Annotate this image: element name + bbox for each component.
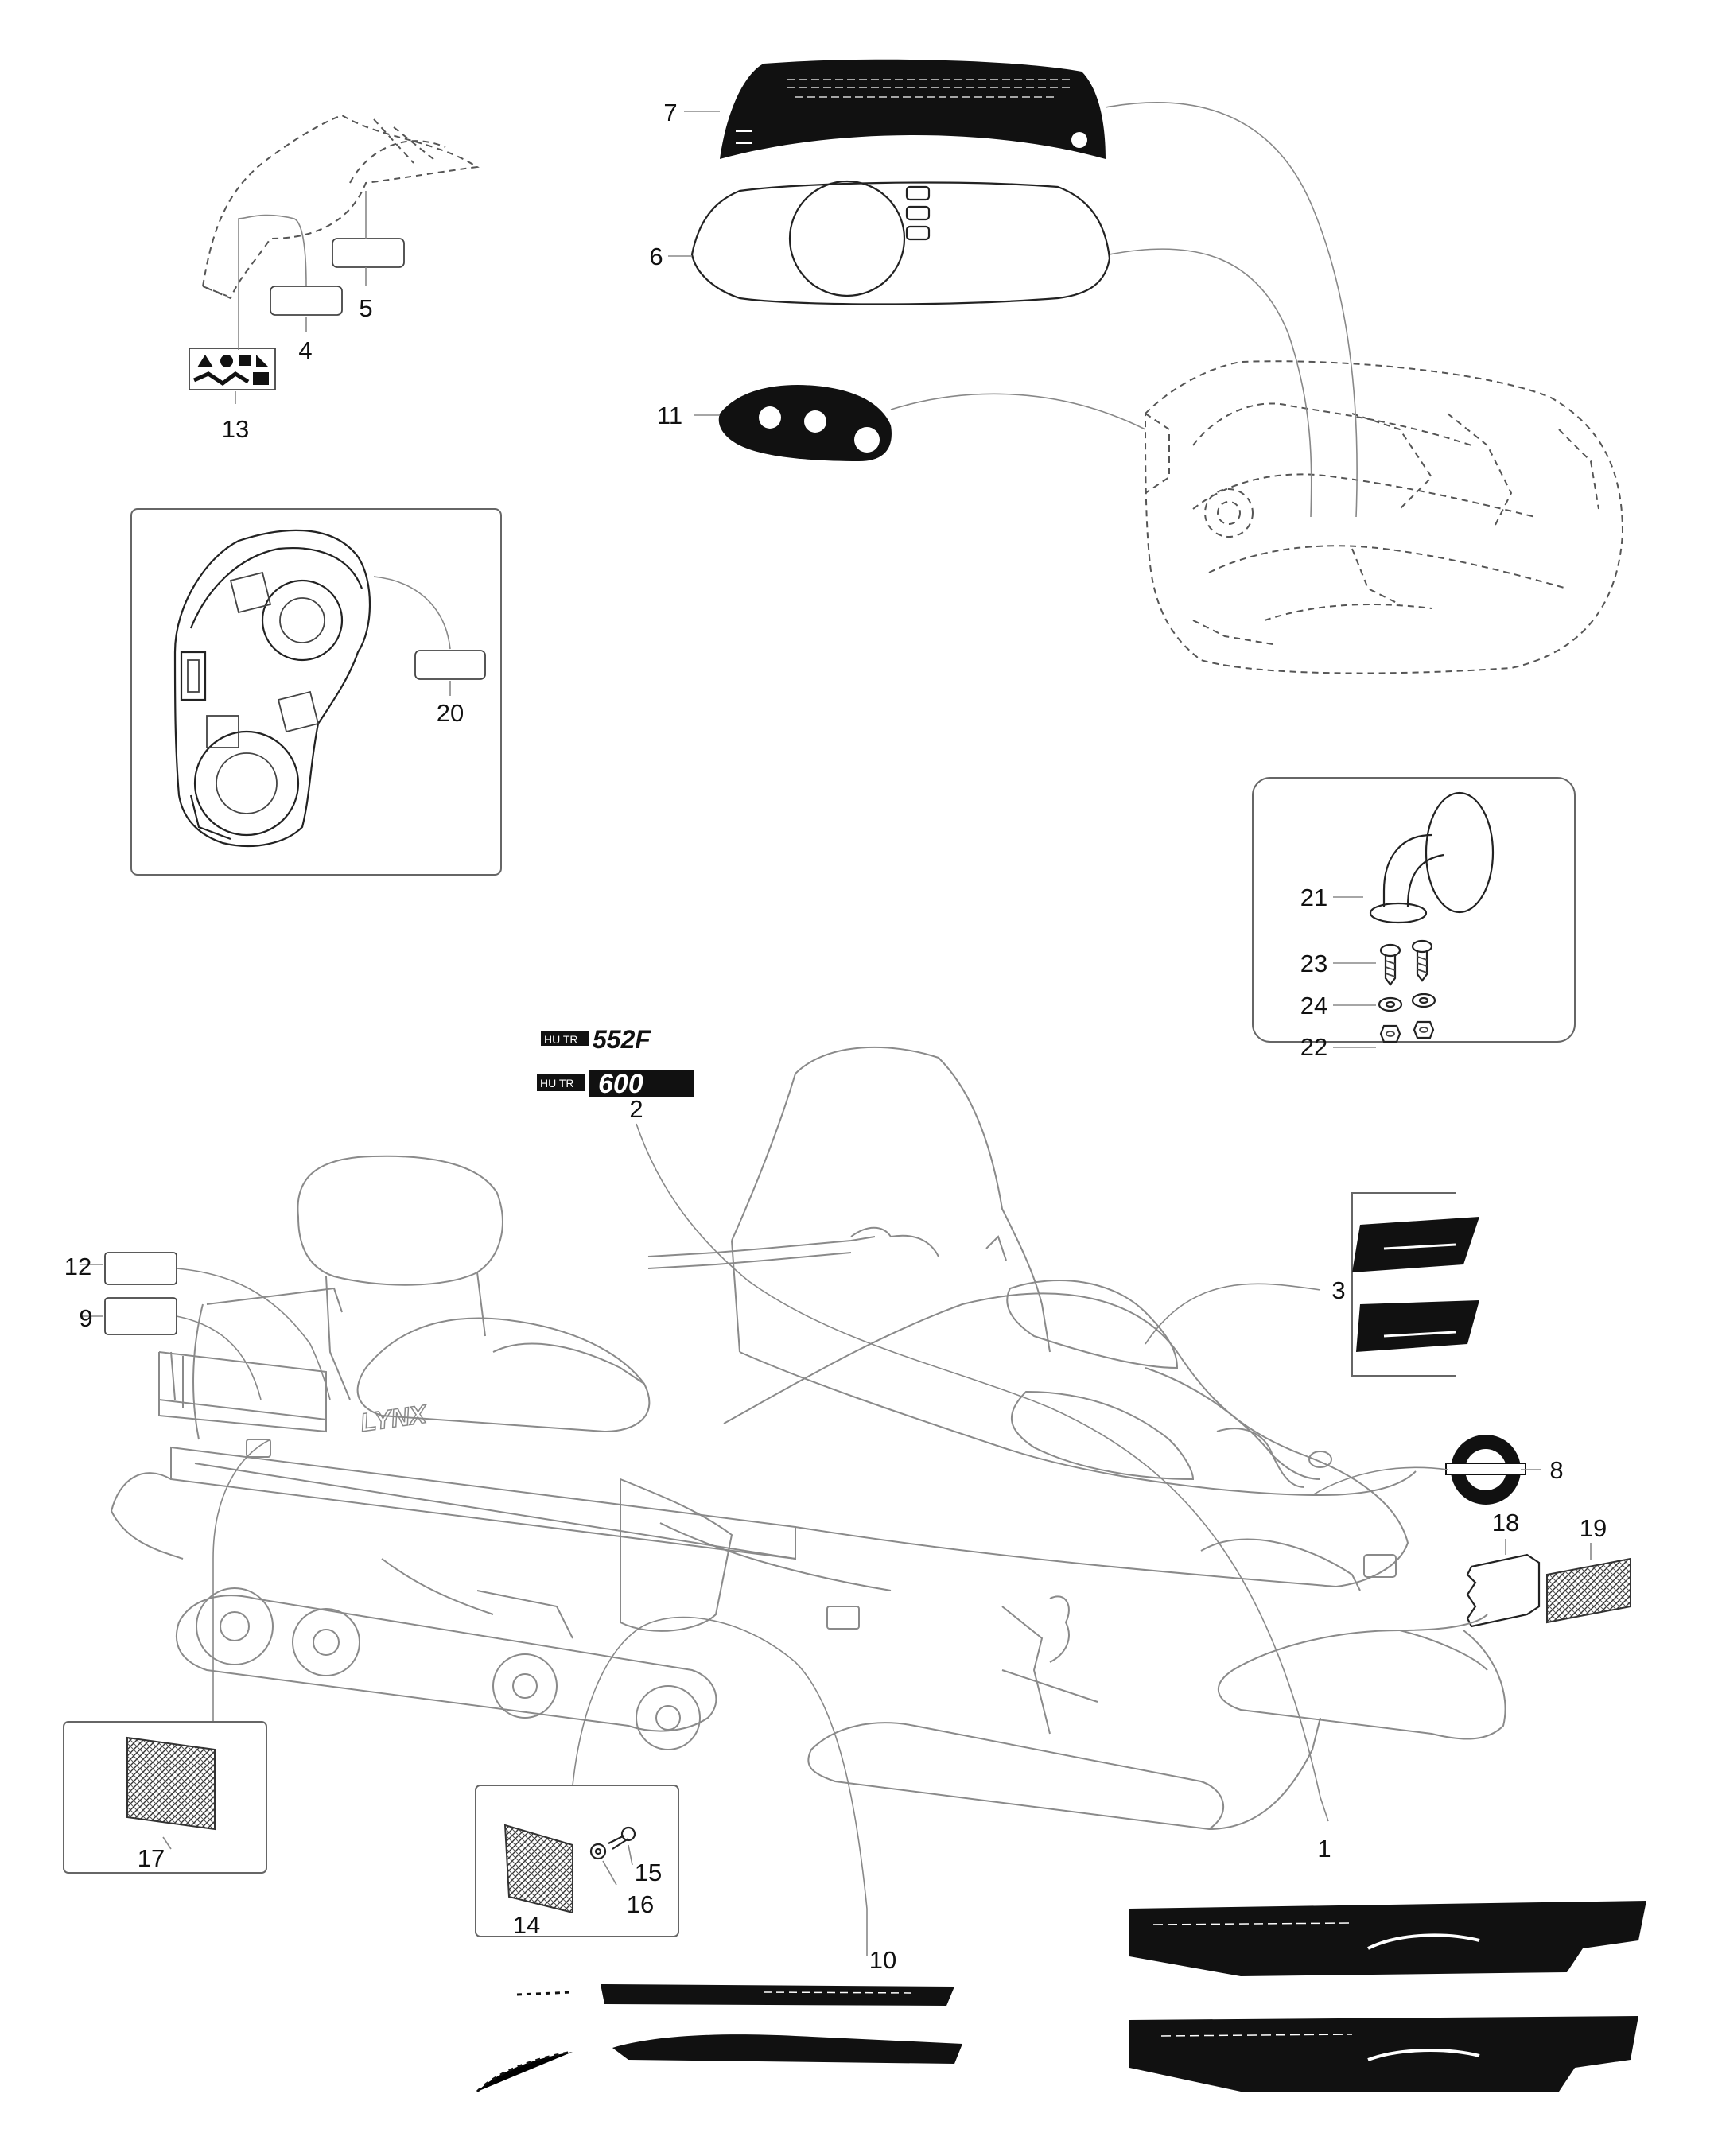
callout-15: 15	[635, 1859, 662, 1886]
model-decal-600: HU TR 600	[537, 1069, 694, 1099]
callout-20: 20	[437, 699, 464, 727]
callout-16: 16	[627, 1890, 654, 1918]
callout-3: 3	[1331, 1276, 1345, 1304]
gauge-bezel-6	[690, 180, 1111, 305]
callout-22: 22	[1300, 1033, 1327, 1061]
model-decal-552f: HU TR 552F	[541, 1025, 651, 1054]
pulley-guard-assembly	[173, 529, 371, 848]
reflector-17	[126, 1736, 216, 1831]
leaders-console	[890, 102, 1358, 518]
callout-19: 19	[1580, 1514, 1607, 1542]
callout-23: 23	[1300, 950, 1327, 977]
snowmobile-illustration: LYNX	[110, 1046, 1506, 1831]
callout-21: 21	[1300, 884, 1327, 911]
leader-8	[1312, 1466, 1448, 1496]
side-stripes-10	[476, 1984, 962, 2093]
inset-frame-mirror	[1252, 777, 1576, 1043]
warning-label-13	[189, 348, 276, 390]
label-plate-5	[332, 238, 405, 268]
leader-3	[1145, 1283, 1321, 1345]
label-plate-4	[270, 286, 343, 316]
dash-decal-7	[720, 59, 1106, 159]
callout-1: 1	[1317, 1835, 1331, 1863]
leaders-mirror	[1333, 896, 1376, 1048]
leader-20b	[373, 576, 451, 650]
leader-2-and-1	[636, 1123, 1329, 1822]
console-hood-outline	[1144, 360, 1624, 674]
decal-prefix-b: HU TR	[540, 1077, 574, 1090]
bracket-18	[1466, 1539, 1541, 1628]
callout-6: 6	[649, 243, 663, 270]
callout-12: 12	[64, 1253, 91, 1280]
callout-2: 2	[629, 1095, 643, 1123]
label-plate-9	[104, 1297, 177, 1335]
callout-11: 11	[657, 402, 682, 429]
emblem-8	[1445, 1435, 1541, 1505]
reflector-14	[503, 1824, 573, 1914]
switch-plate-11	[718, 385, 892, 461]
callout-5: 5	[359, 294, 372, 322]
leaders-seat	[235, 191, 367, 404]
callout-24: 24	[1300, 992, 1327, 1020]
screw-15-washer-16	[589, 1826, 636, 1886]
leader-12	[176, 1268, 331, 1400]
reflector-19	[1546, 1543, 1631, 1624]
inset-frame-17	[63, 1721, 267, 1874]
callout-numbers: 1 2 3 4 5 6 7 8 9 10 11 12 13 14 15 16 1…	[64, 99, 1607, 1974]
seat-cover-outline	[201, 114, 480, 300]
leaders-9-12-left	[80, 1264, 103, 1317]
hood-decals-1	[1129, 1901, 1646, 2092]
mirror-21	[1369, 791, 1495, 924]
label-plate-12	[104, 1252, 177, 1285]
callout-13: 13	[222, 415, 249, 443]
leader-17b	[162, 1836, 172, 1850]
callout-14: 14	[513, 1911, 540, 1939]
callout-7: 7	[663, 99, 677, 126]
callout-10: 10	[869, 1946, 896, 1974]
callout-9: 9	[79, 1304, 92, 1332]
nuts-22	[1379, 1020, 1435, 1043]
label-plate-20	[414, 650, 486, 680]
brand-lettering: LYNX	[359, 1400, 430, 1437]
leader-10-14	[572, 1616, 868, 1956]
side-decals-3	[1351, 1192, 1479, 1377]
leader-9	[176, 1315, 262, 1400]
callout-18: 18	[1492, 1509, 1519, 1536]
screws-23	[1379, 939, 1433, 986]
washers-24	[1378, 993, 1436, 1012]
decal-prefix-a: HU TR	[544, 1033, 578, 1046]
callout-17: 17	[138, 1844, 165, 1872]
inset-frame-14	[475, 1785, 679, 1937]
decal-model-a: 552F	[593, 1025, 651, 1054]
callout-8: 8	[1549, 1456, 1563, 1484]
callout-4: 4	[298, 336, 312, 364]
inset-frame-20	[130, 508, 502, 876]
leader-17	[212, 1439, 271, 1722]
decal-model-b: 600	[598, 1069, 643, 1099]
